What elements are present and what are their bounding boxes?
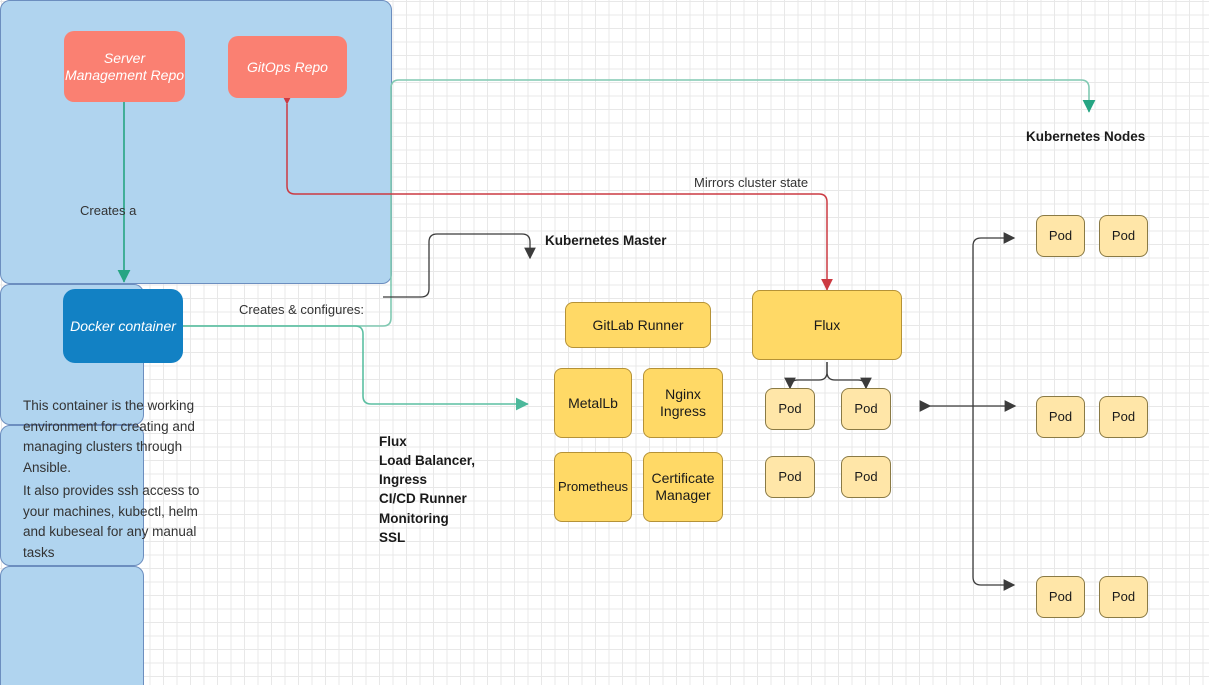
node-gitops-repo-label: GitOps Repo (247, 58, 328, 75)
edge-label-creates-and-configures: Creates & configures: (239, 302, 365, 317)
service-nginx-ingress[interactable]: Nginx Ingress (643, 368, 723, 438)
service-metallb[interactable]: MetalLb (554, 368, 632, 438)
worker-node-3-pod-1[interactable]: Pod (1036, 576, 1085, 618)
worker-node-2-pod-2-label: Pod (1111, 409, 1136, 425)
note-container-access: It also provides ssh access to your mach… (23, 483, 200, 560)
worker-node-2-pod-2[interactable]: Pod (1099, 396, 1148, 438)
worker-node-3-pod-2[interactable]: Pod (1099, 576, 1148, 618)
master-pod-3[interactable]: Pod (765, 456, 815, 498)
worker-node-3-pod-2-label: Pod (1111, 589, 1136, 605)
worker-node-2[interactable] (0, 425, 144, 566)
master-pod-4-label: Pod (854, 469, 878, 485)
worker-node-2-pod-1[interactable]: Pod (1036, 396, 1085, 438)
service-flux-label: Flux (813, 316, 841, 333)
service-certificate-manager[interactable]: Certificate Manager (643, 452, 723, 522)
node-server-management-repo[interactable]: Server Management Repo (64, 31, 185, 102)
master-pod-1-label: Pod (778, 401, 802, 417)
list-capabilities: Flux Load Balancer, Ingress CI/CD Runner… (379, 434, 476, 545)
worker-node-1-pod-1[interactable]: Pod (1036, 215, 1085, 257)
service-prometheus[interactable]: Prometheus (554, 452, 632, 522)
worker-node-1-pod-2-label: Pod (1111, 228, 1136, 244)
note-container-purpose: This container is the working environmen… (23, 398, 195, 475)
master-pod-3-label: Pod (778, 469, 802, 485)
kubernetes-master-title: Kubernetes Master (545, 233, 667, 248)
service-gitlab-runner-label: GitLab Runner (592, 316, 684, 333)
node-server-management-repo-label: Server Management Repo (64, 49, 185, 83)
service-metallb-label: MetalLb (568, 394, 618, 411)
service-prometheus-label: Prometheus (557, 479, 629, 495)
service-certificate-manager-label: Certificate Manager (651, 470, 715, 503)
worker-node-1-pod-1-label: Pod (1048, 228, 1073, 244)
edge-label-creates-a: Creates a (80, 203, 137, 218)
service-flux[interactable]: Flux (752, 290, 902, 360)
node-docker-container-label: Docker container (70, 317, 176, 334)
worker-node-3[interactable] (0, 566, 144, 685)
master-pod-2-label: Pod (854, 401, 878, 417)
master-pod-1[interactable]: Pod (765, 388, 815, 430)
node-docker-container[interactable]: Docker container (63, 289, 183, 363)
worker-node-2-pod-1-label: Pod (1048, 409, 1073, 425)
worker-node-1-pod-2[interactable]: Pod (1099, 215, 1148, 257)
edge-flux-to-pods (784, 362, 872, 390)
edge-black-to-master (383, 233, 536, 298)
edge-master-to-nodes (919, 232, 1017, 591)
worker-node-3-pod-1-label: Pod (1048, 589, 1073, 605)
master-pod-4[interactable]: Pod (841, 456, 891, 498)
edge-label-mirrors-cluster-state: Mirrors cluster state (694, 175, 809, 190)
service-nginx-ingress-label: Nginx Ingress (660, 386, 706, 419)
service-gitlab-runner[interactable]: GitLab Runner (565, 302, 711, 348)
edge-docker-to-master (183, 325, 529, 411)
kubernetes-nodes-title: Kubernetes Nodes (1026, 129, 1146, 144)
node-gitops-repo[interactable]: GitOps Repo (228, 36, 347, 98)
master-pod-2[interactable]: Pod (841, 388, 891, 430)
